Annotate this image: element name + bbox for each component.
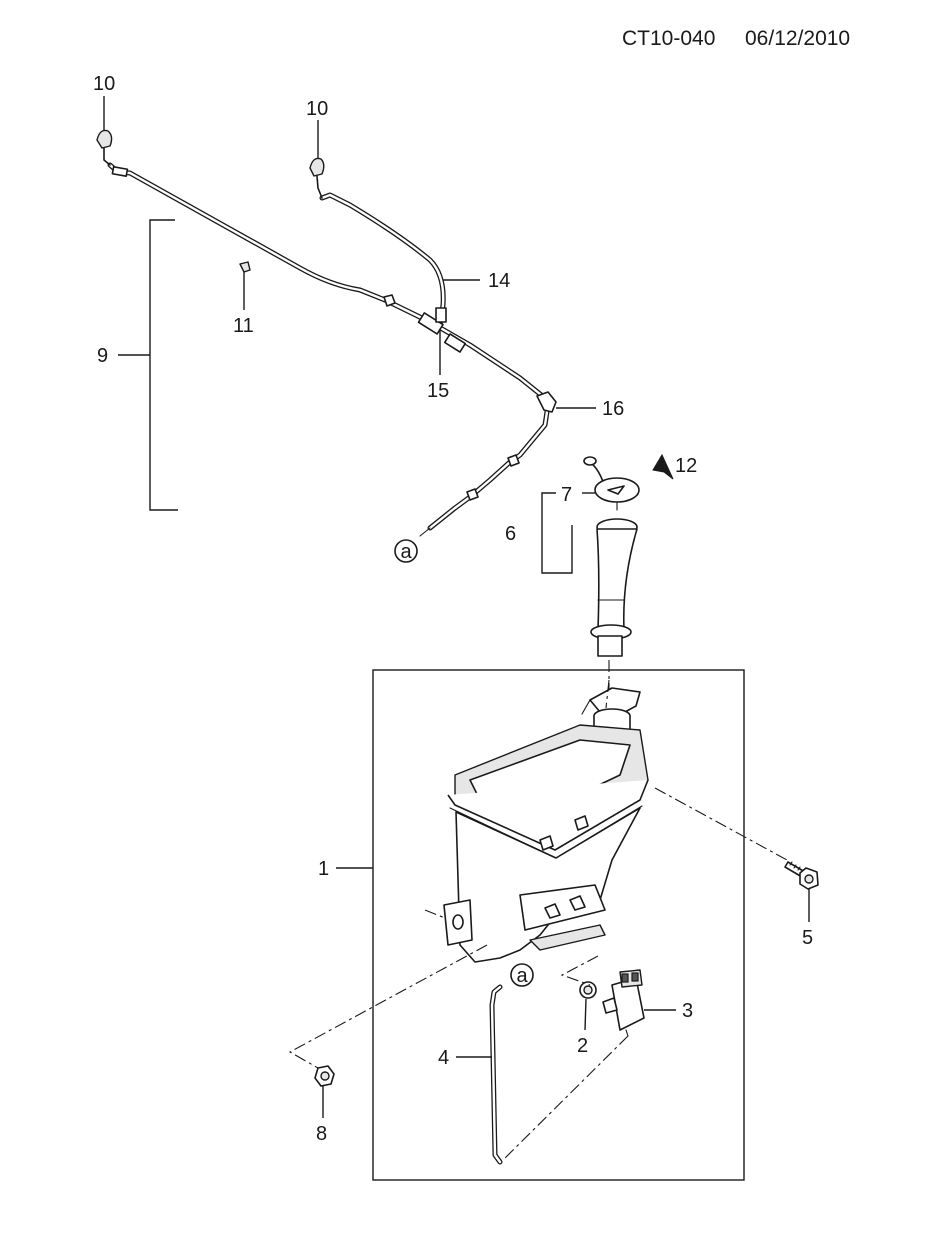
callout-7: 7: [561, 484, 572, 506]
nozzle-right-icon: [309, 157, 325, 177]
callout-11: 11: [233, 315, 254, 337]
nozzle-left-icon: [96, 129, 113, 149]
diagram-date: 06/12/2010: [745, 27, 850, 50]
connector-a-top: [394, 539, 418, 563]
filler-neck-assembly: [583, 456, 640, 700]
diagram-code: CT10-040: [622, 27, 715, 50]
elbow-connector-icon: [536, 391, 557, 413]
callout-14: 14: [488, 270, 510, 292]
filler-cap-icon: [594, 477, 640, 503]
connector-a-top-label: a: [400, 541, 412, 563]
callout-4: 4: [438, 1047, 449, 1069]
t-connector-icon: [417, 307, 467, 353]
callout-9: 9: [97, 345, 108, 367]
washer-pump-icon: [602, 969, 645, 1037]
reservoir-group-box: [372, 669, 745, 1181]
callout-10-right: 10: [306, 98, 328, 120]
callout-12: 12: [675, 455, 697, 477]
callout-3: 3: [682, 1000, 693, 1022]
connector-a-bottom-label: a: [516, 965, 528, 987]
callout-8: 8: [316, 1123, 327, 1145]
nut-icon: [314, 1065, 335, 1087]
front-arrow-icon: [652, 453, 674, 480]
callout-5: 5: [802, 927, 813, 949]
grommet-icon: [579, 981, 597, 999]
pump-hose: [489, 984, 503, 1165]
hose-assembly: [96, 129, 557, 537]
callout-1: 1: [318, 858, 329, 880]
reservoir-tank: [443, 687, 649, 963]
callout-16: 16: [602, 398, 624, 420]
clip-icon: [239, 261, 251, 273]
filler-neck-icon: [596, 528, 638, 631]
callout-15: 15: [427, 380, 449, 402]
connector-a-bottom: [510, 963, 534, 987]
callout-10-left: 10: [93, 73, 115, 95]
callout-2: 2: [577, 1035, 588, 1057]
callout-6: 6: [505, 523, 516, 545]
bolt-icon: [784, 861, 819, 890]
